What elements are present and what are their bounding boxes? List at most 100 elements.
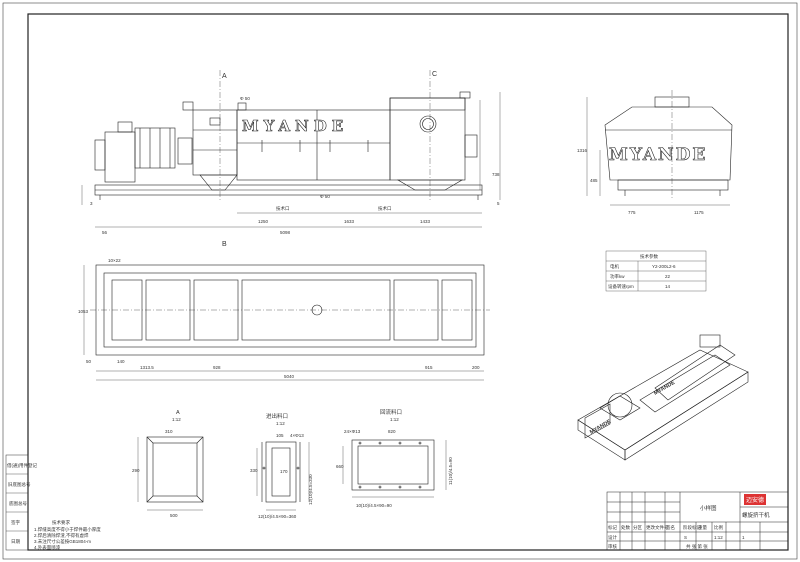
title-block-row: 签名 [666,524,675,531]
side-view [586,90,733,206]
margin-label: 日期 [11,539,20,545]
brand-text-front: MYANDE [242,117,348,135]
dim-small-1: 3 [90,201,93,206]
front-view-labels: A C B Φ 50 Φ 50 技术口 技术口 1250 1633 1433 5… [90,71,500,248]
view-label-b: B [222,241,227,248]
param-key: 功率kw [610,273,625,280]
dim-total-length: 5098 [280,230,291,235]
notes-line: 3.未注尺寸公差按GB1804-m [34,538,91,545]
detail-b-top: 105 [276,433,284,438]
inner-border [27,13,789,551]
dim-d-top: Φ 50 [240,96,250,101]
isometric-view [577,334,749,461]
plan-dim-total: 5040 [284,374,295,379]
view-label-c: C [432,71,437,78]
dim-side-bottom-right: 1175 [694,210,704,215]
plan-dim-left-height: 1053 [78,309,89,314]
margin-label: 签字 [11,519,20,525]
title-block-stage: 阶段标记 [683,524,701,531]
detail-b-bottom: 12(10)/4.5×90=360 [258,514,297,519]
detail-b-w: 170 [280,469,288,474]
detail-b-h: 330 [250,468,258,473]
detail-b-side: 12(10)/4.5=330 [308,474,313,505]
title-block-left: 设计 [608,534,617,541]
title-block-row: 标记 [608,524,617,531]
dim-left-56: 56 [102,230,108,235]
detail-a-height: 290 [132,468,140,473]
dim-opening-2: 技术口 [378,205,392,212]
title-block-project: 小样图 [700,504,717,512]
margin-label: 底图总号 [9,500,27,507]
dim-side-sub: 485 [590,178,598,183]
detail-c-side: 11(10)/4.5=90 [448,457,453,485]
plan-dim-915: 915 [425,365,433,370]
title-block-sheet: 共 张 第 张 [686,543,708,550]
detail-c-title: 回流料口 [380,408,402,416]
front-view [81,70,501,228]
dim-side-height: 1316 [577,148,588,153]
dim-1250: 1250 [258,219,269,224]
param-table-title: 技术参数 [640,253,658,260]
param-table [605,250,707,292]
plan-dim-50: 50 [86,359,92,364]
title-block-left: 审核 [608,543,617,550]
notes-line: 1.焊缝高度不得小于焊件最小厚度 [34,526,101,533]
title-block-row: 更改文件号 [646,524,669,531]
dim-1633: 1633 [344,219,355,224]
plan-dim-top-left: 10×22 [108,258,121,263]
title-block-weight: 重量 [698,524,707,531]
brand-text-iso-2: MYANDE [653,380,676,397]
detail-b-bolt: 4×Φ13 [290,433,304,438]
front-view-brand: MYANDE [242,117,348,136]
title-block-drawing-name: 螺旋挤干机 [742,511,770,519]
dim-small-2: 5 [497,201,500,206]
detail-b-title: 进出料口 [266,412,288,420]
dim-side-bottom-left: 775 [628,210,636,215]
dim-opening-1: 技术口 [276,205,290,212]
brand-text-side: MYANDE [609,145,707,165]
detail-c-bottom: 10(10)/4.5×90=90 [356,503,392,508]
detail-c [342,439,447,498]
tech-notes: 技术要求 1.焊缝高度不得小于焊件最小厚度 2.焊后清除焊渣,不得有虚焊 3.未… [34,519,101,551]
plan-dim-928: 928 [213,365,221,370]
detail-a-bottom: 500 [170,513,178,518]
dim-1433: 1433 [420,219,431,224]
param-value: Y2-200L2-6 [652,264,676,269]
detail-b [256,441,310,511]
param-key: 设备转速rpm [608,283,634,290]
title-block-code: S [684,535,687,540]
detail-a-width: 310 [165,429,173,434]
param-value: 14 [665,284,671,289]
detail-b-scale: 1:12 [276,421,285,426]
param-key: 电机 [610,263,619,270]
dim-d-bottom: Φ 50 [320,194,330,199]
title-block-logo: 迈安德 [744,494,766,505]
title-block-sheet-total: 1 [742,535,745,540]
logo-text: 迈安德 [746,496,764,504]
margin-label: 借(通)用件登记 [7,462,37,469]
brand-text-iso: MYANDE [589,419,612,436]
detail-c-top: 820 [388,429,396,434]
dim-right-height: 738 [492,172,500,177]
title-block [606,491,789,551]
detail-c-height: 660 [336,464,344,469]
param-value: 22 [665,274,671,279]
detail-a-title: A [176,410,180,416]
detail-a-scale: 1:12 [172,417,181,422]
view-label-a: A [222,73,227,80]
notes-title: 技术要求 [52,519,70,526]
plan-dim-140: 140 [117,359,125,364]
title-block-scale-value: 1:12 [714,535,723,540]
detail-c-scale: 1:12 [390,417,399,422]
plan-dim-200: 200 [472,365,480,370]
detail-a [137,436,204,511]
title-block-scale-label: 比例 [714,524,723,531]
title-block-row: 处数 [621,524,630,531]
notes-line: 2.焊后清除焊渣,不得有虚焊 [34,532,89,539]
notes-line: 4.外表面喷漆 [34,544,61,551]
plan-view [83,264,490,381]
title-block-row: 分区 [633,524,642,531]
plan-dim-1313: 1313.5 [140,365,154,370]
left-margin-table: 借(通)用件登记 旧底图总号 底图总号 签字 日期 [5,454,37,551]
